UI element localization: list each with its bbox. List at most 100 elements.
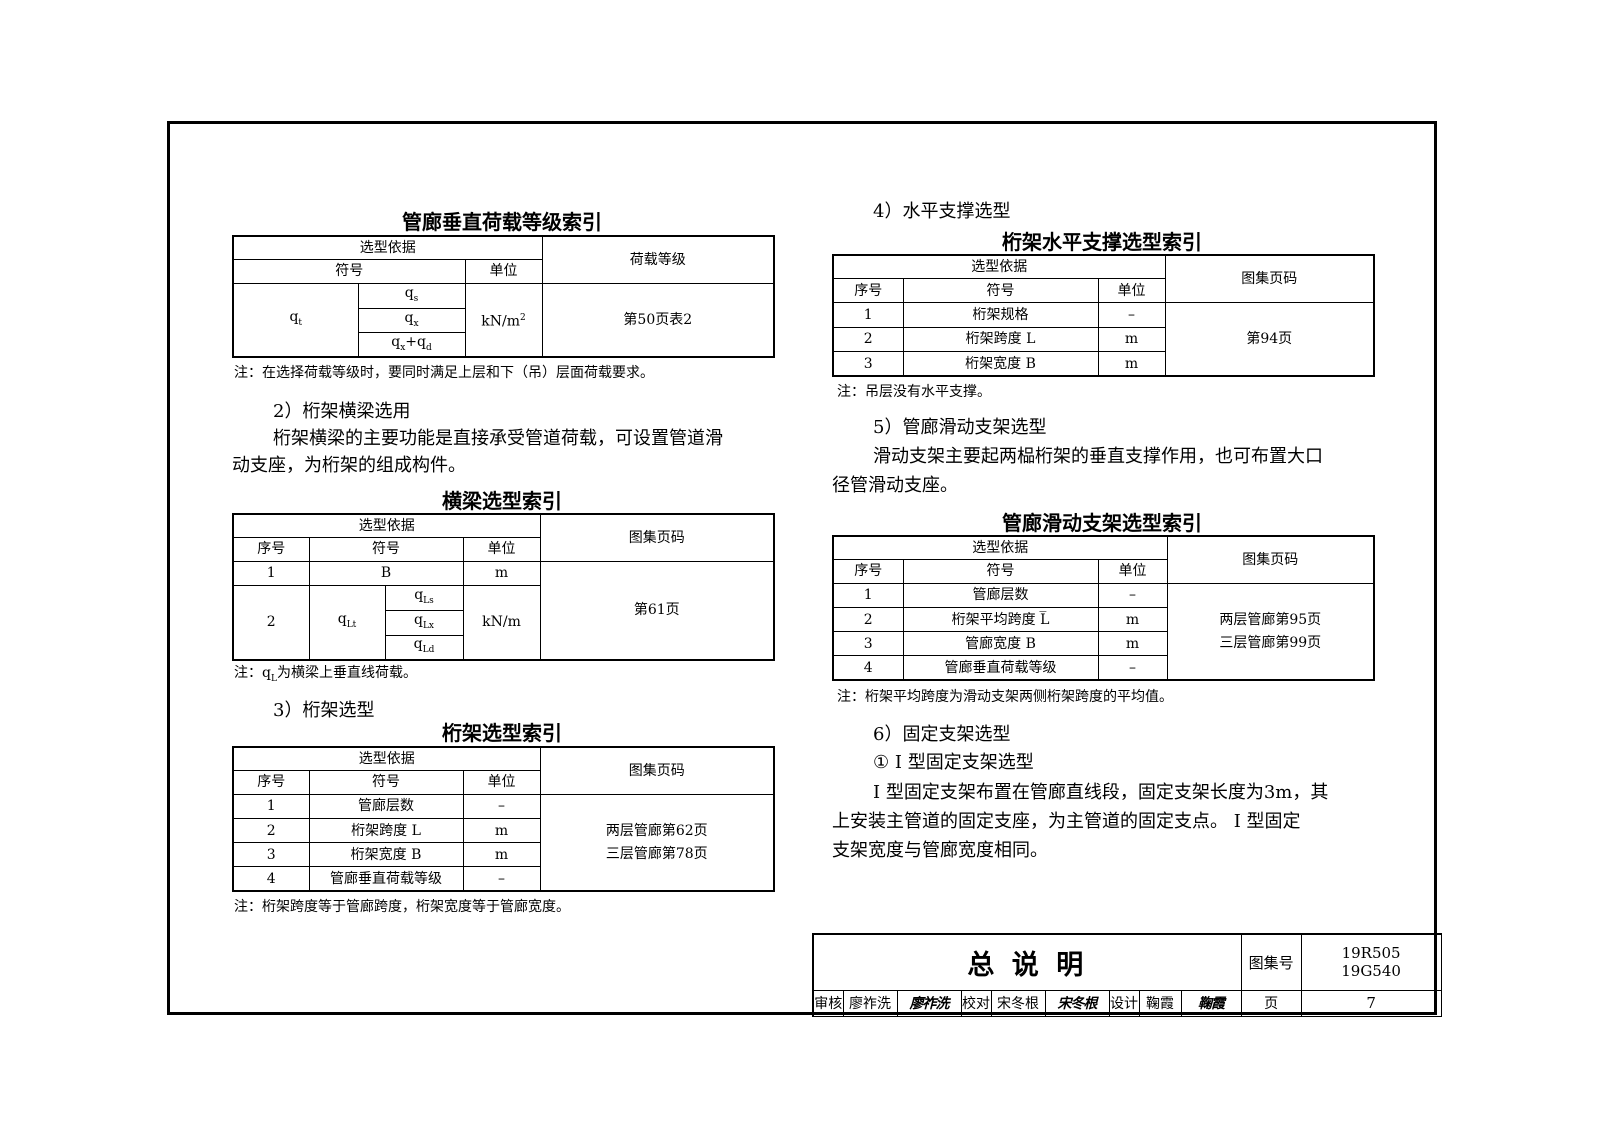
table3-note: 注：桁架跨度等于管廊跨度，桁架宽度等于管廊宽度。: [234, 899, 570, 915]
header-basis: 选型依据: [232, 513, 541, 538]
truss-index-table: 选型依据 图集页码 序号 符号 单位 1 管廊层数 – 两层管廊第62页三层管廊…: [232, 746, 776, 892]
row-unit: –: [1097, 302, 1166, 328]
row-unit: m: [462, 817, 541, 844]
row-unit: m: [462, 842, 541, 868]
row-no: 2: [832, 606, 904, 633]
design-label: 设计: [1108, 989, 1140, 1017]
row-unit: –: [462, 793, 541, 819]
header-basis: 选型依据: [832, 535, 1168, 560]
row-symbol: 桁架规格: [902, 302, 1099, 328]
row-symbol: 桁架宽度 B: [308, 842, 464, 868]
row-no: 3: [832, 631, 904, 657]
row-unit: m: [1097, 606, 1168, 633]
header-unit: 单位: [1097, 277, 1166, 304]
horizontal-brace-index-table: 选型依据 图集页码 序号 符号 单位 1 桁架规格 – 第94页 2 桁架跨度 …: [832, 254, 1376, 377]
section6-para-line3: 支架宽度与管廊宽度相同。: [832, 840, 1048, 861]
row-symbol: 管廊垂直荷载等级: [902, 655, 1099, 681]
header-result: 图集页码: [539, 746, 775, 795]
section2-heading: 2）桁架横梁选用: [273, 401, 411, 422]
table3-title: 桁架选型索引: [442, 721, 562, 745]
header-symbol: 符号: [902, 277, 1099, 304]
result-cell: 第50页表2: [541, 282, 775, 358]
header-result: 图集页码: [1166, 535, 1375, 584]
row2-unit: kN/m: [462, 584, 541, 661]
row-no: 1: [832, 582, 904, 608]
row-no: 2: [832, 326, 904, 353]
row2-symbol-qLs: qLs: [384, 584, 464, 611]
header-no: 序号: [832, 277, 904, 304]
sheet-title: 总 说 明: [812, 933, 1242, 991]
section6-para-line2: 上安装主管道的固定支座，为主管道的固定支点。 I 型固定: [832, 811, 1301, 832]
row-no: 1: [232, 793, 310, 819]
section3-heading: 3）桁架选型: [273, 700, 375, 721]
section2-para-line2: 动支座，为桁架的组成构件。: [232, 455, 466, 476]
header-no: 序号: [232, 536, 310, 562]
section5-para-line1: 滑动支架主要起两榀桁架的垂直支撑作用，也可布置大口: [873, 446, 1323, 467]
header-unit: 单位: [1097, 558, 1168, 584]
header-unit: 单位: [464, 258, 543, 284]
review-label: 审核: [812, 989, 844, 1017]
section5-para-line2: 径管滑动支座。: [832, 475, 958, 496]
header-symbol: 符号: [308, 536, 464, 562]
row1-unit: m: [462, 560, 541, 586]
row-unit: m: [1097, 351, 1166, 377]
row-no: 4: [232, 866, 310, 892]
row1-symbol: B: [308, 560, 464, 586]
header-unit: 单位: [462, 536, 541, 562]
symbol-qx: qx: [357, 308, 466, 334]
header-basis: 选型依据: [232, 746, 541, 771]
row-unit: –: [462, 866, 541, 892]
section6-subheading: ① I 型固定支架选型: [873, 752, 1034, 773]
page-label: 页: [1240, 989, 1302, 1017]
row-no: 2: [232, 817, 310, 844]
check-signature: 宋冬根: [1044, 989, 1110, 1017]
row-symbol: 管廊宽度 B: [902, 631, 1099, 657]
table1-title: 管廊垂直荷载等级索引: [402, 210, 602, 234]
header-basis: 选型依据: [232, 235, 543, 260]
row-no: 3: [832, 351, 904, 377]
header-no: 序号: [832, 558, 904, 584]
check-name: 宋冬根: [990, 989, 1046, 1017]
table5-note: 注：桁架平均跨度为滑动支架两侧桁架跨度的平均值。: [837, 689, 1173, 705]
header-result: 荷载等级: [541, 235, 775, 284]
section6-para-line1: I 型固定支架布置在管廊直线段，固定支架长度为3m，其: [873, 782, 1329, 803]
result-cell: 第61页: [539, 560, 775, 661]
row-symbol: 桁架平均跨度 L̅: [902, 606, 1099, 633]
review-signature: 廖祚洗: [896, 989, 962, 1017]
section5-heading: 5）管廊滑动支架选型: [873, 417, 1047, 438]
row-unit: m: [1097, 326, 1166, 353]
header-symbol: 符号: [902, 558, 1099, 584]
row2-symbol-qLd: qLd: [384, 634, 464, 661]
check-label: 校对: [960, 989, 992, 1017]
section6-heading: 6）固定支架选型: [873, 724, 1011, 745]
crossbeam-index-table: 选型依据 图集页码 序号 符号 单位 1 B m 第61页 2 qLt qLs …: [232, 513, 775, 661]
atlas-label: 图集号: [1240, 933, 1302, 991]
table2-title: 横梁选型索引: [442, 489, 562, 513]
table4-title: 桁架水平支撑选型索引: [1002, 230, 1202, 254]
design-signature: 鞠霞: [1180, 989, 1242, 1017]
row2-symbol-qLx: qLx: [384, 609, 464, 636]
row-symbol: 桁架跨度 L: [308, 817, 464, 844]
load-grade-index-table: 选型依据 荷载等级 符号 单位 qt qs kN/m2 第50页表2 qx qx…: [232, 235, 776, 358]
design-name: 鞠霞: [1138, 989, 1182, 1017]
unit-cell: kN/m2: [464, 282, 543, 358]
symbol-qs: qs: [357, 282, 466, 310]
row-no: 4: [832, 655, 904, 681]
result-cell: 两层管廊第62页三层管廊第78页: [539, 793, 775, 892]
sliding-support-index-table: 选型依据 图集页码 序号 符号 单位 1 管廊层数 – 两层管廊第95页三层管廊…: [832, 535, 1376, 681]
row-no: 1: [832, 302, 904, 328]
header-symbol: 符号: [308, 769, 464, 795]
row-symbol: 管廊层数: [308, 793, 464, 819]
row-symbol: 管廊层数: [902, 582, 1099, 608]
row-unit: –: [1097, 655, 1168, 681]
section2-para-line1: 桁架横梁的主要功能是直接承受管道荷载，可设置管道滑: [273, 428, 723, 449]
header-unit: 单位: [462, 769, 541, 795]
result-cell: 两层管廊第95页三层管廊第99页: [1166, 582, 1375, 681]
row-unit: –: [1097, 582, 1168, 608]
drawing-frame: [167, 121, 1437, 1015]
row2-no: 2: [232, 584, 310, 661]
table5-title: 管廊滑动支架选型索引: [1002, 511, 1202, 535]
header-no: 序号: [232, 769, 310, 795]
table1-note: 注：在选择荷载等级时，要同时满足上层和下（吊）层面荷载要求。: [234, 365, 654, 381]
